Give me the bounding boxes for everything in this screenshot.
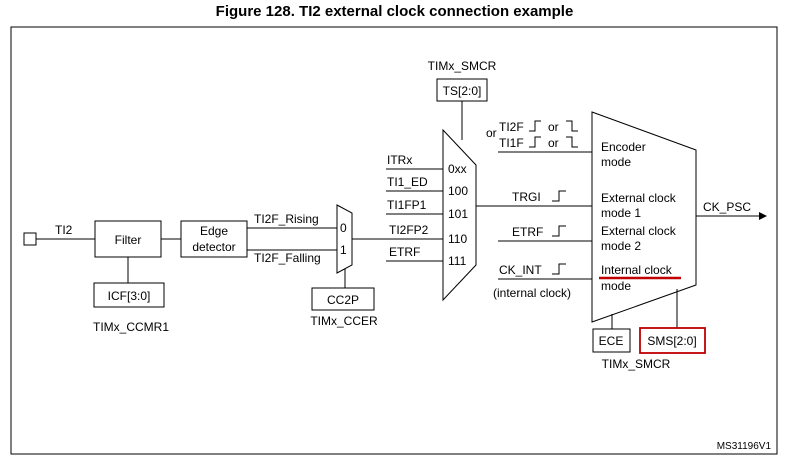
ext-clock-mode2-line1: External clock: [601, 224, 677, 238]
ti2f-label: TI2F: [499, 120, 524, 134]
sms-register-box: [639, 327, 706, 354]
ti1f-falling-edge-icon: [566, 136, 578, 148]
ti2-pin: [23, 232, 37, 246]
icf-label: ICF[3:0]: [108, 289, 151, 303]
document-id: MS31196V1: [717, 441, 772, 452]
filter-label: Filter: [115, 233, 142, 247]
internal-clock-mode-line2: mode: [601, 279, 631, 293]
cc2p-label: CC2P: [327, 293, 359, 307]
ece-register-box: [592, 328, 631, 353]
ti1fp1-label: TI1FP1: [387, 198, 427, 212]
ext-clock-mode1-line1: External clock: [601, 191, 677, 205]
trgi-rising-edge-icon: [552, 190, 566, 202]
itrx-label: ITRx: [387, 153, 412, 167]
polarity-mux-input-0: 0: [340, 221, 347, 235]
ck-int-label: CK_INT: [499, 263, 542, 277]
ck-psc-label: CK_PSC: [703, 200, 751, 214]
icf-register-box: [93, 282, 165, 308]
cc2p-register-box: [311, 287, 375, 311]
edge-detector-line2: detector: [192, 240, 235, 254]
ti1-ed-label: TI1_ED: [387, 175, 428, 189]
ti2fp2-label: TI2FP2: [389, 223, 429, 237]
ti2f-rising-label: TI2F_Rising: [254, 212, 319, 226]
mode-mux: [591, 111, 697, 323]
ccmr1-register-label: TIMx_CCMR1: [93, 320, 169, 334]
figure-title: Figure 128. TI2 external clock connectio…: [215, 3, 574, 20]
smcr-mode-register-label: TIMx_SMCR: [602, 357, 671, 371]
edge-detector-line1: Edge: [200, 224, 228, 238]
ti2f-falling-edge-icon: [566, 120, 578, 132]
code-110: 110: [448, 232, 467, 246]
ti2f-falling-label: TI2F_Falling: [254, 251, 321, 265]
ti1f-label: TI1F: [499, 136, 524, 150]
smcr-ts-register-label: TIMx_SMCR: [428, 59, 497, 73]
trgi-label: TRGI: [512, 190, 541, 204]
ti2f-rising-edge-icon: [529, 120, 541, 132]
code-101: 101: [448, 207, 468, 221]
ti1f-rising-edge-icon: [529, 136, 541, 148]
encoder-or-label: or: [486, 126, 497, 140]
ck-int-rising-edge-icon: [552, 263, 566, 275]
etrf-input-label: ETRF: [389, 245, 420, 259]
ti2-label: TI2: [55, 223, 73, 237]
encoder-mode-line2: mode: [601, 155, 631, 169]
sms-label: SMS[2:0]: [647, 334, 696, 348]
encoder-or1-label: or: [548, 120, 559, 134]
ext-clock-mode1-line2: mode 1: [601, 206, 641, 220]
ece-label: ECE: [599, 334, 624, 348]
code-111: 111: [448, 254, 467, 268]
etrf-mode-label: ETRF: [512, 225, 543, 239]
encoder-or2-label: or: [548, 136, 559, 150]
internal-clock-note: (internal clock): [493, 286, 571, 300]
encoder-mode-line1: Encoder: [601, 140, 646, 154]
trigger-mux: [442, 128, 477, 302]
code-0xx: 0xx: [448, 162, 467, 176]
ccer-register-label: TIMx_CCER: [310, 314, 378, 328]
internal-clock-mode-line1: Internal clock: [601, 263, 673, 277]
ext-clock-mode2-line2: mode 2: [601, 239, 641, 253]
edge-detector-block: [180, 220, 248, 258]
code-100: 100: [448, 184, 468, 198]
polarity-mux: [336, 204, 353, 274]
etrf-rising-edge-icon: [552, 225, 566, 237]
ts-label: TS[2:0]: [443, 84, 482, 98]
polarity-mux-input-1: 1: [340, 243, 347, 257]
